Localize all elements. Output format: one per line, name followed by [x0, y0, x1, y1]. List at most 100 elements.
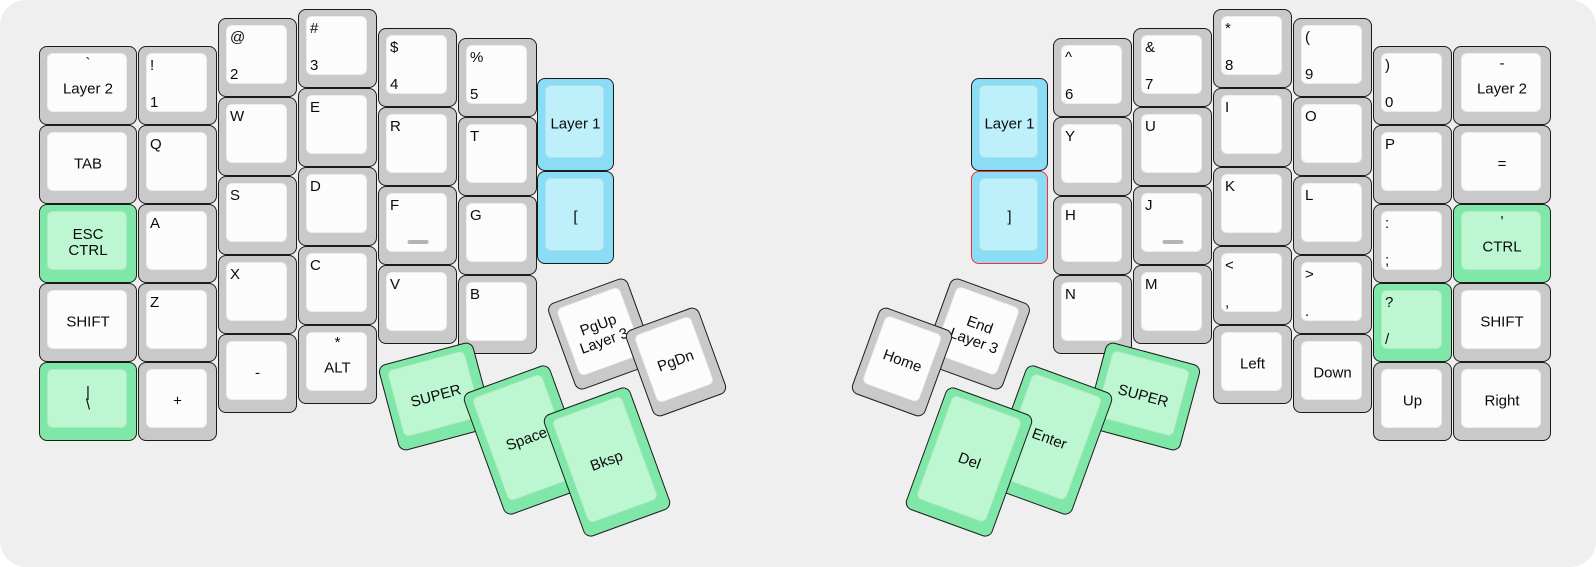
key-equals[interactable]: = — [1453, 125, 1551, 204]
key-f-homing-bar — [407, 240, 428, 244]
key-equals-cap — [1461, 132, 1541, 191]
key-y[interactable]: Y — [1053, 117, 1132, 196]
key-e[interactable]: E — [298, 88, 377, 167]
key-j-legend-top: J — [1145, 197, 1153, 214]
key-grave-layer2-label: Layer 2 — [62, 80, 114, 98]
key-down-arrow-cap — [1301, 341, 1362, 400]
key-shift-left-cap — [47, 290, 127, 349]
key-z-cap — [146, 290, 207, 349]
key-bracket-left[interactable]: [ — [537, 171, 614, 264]
key-left-arrow[interactable]: Left — [1213, 325, 1292, 404]
key-left-arrow-cap — [1221, 332, 1282, 391]
key-n-cap — [1061, 282, 1122, 341]
key-8-star-cap — [1221, 16, 1282, 75]
key-dash-layer2-legend-top-center: - — [1499, 55, 1505, 72]
key-9-paren-legend-bottom: 9 — [1305, 66, 1314, 83]
key-z-legend-top: Z — [150, 294, 160, 311]
key-k[interactable]: K — [1213, 167, 1292, 246]
key-x[interactable]: X — [218, 255, 297, 334]
key-slash-question-legend-top: ? — [1385, 294, 1394, 311]
key-0-paren[interactable]: )0 — [1373, 46, 1452, 125]
key-a[interactable]: A — [138, 204, 217, 283]
key-shift-right-label: SHIFT — [1480, 313, 1524, 331]
key-d-legend-top: D — [310, 178, 321, 195]
key-b[interactable]: B — [458, 275, 537, 354]
key-c[interactable]: C — [298, 246, 377, 325]
key-3-hash-legend-top: # — [310, 20, 319, 37]
key-c-legend-top: C — [310, 257, 321, 274]
key-p-legend-top: P — [1385, 136, 1396, 153]
key-tab[interactable]: TAB — [39, 125, 137, 204]
key-u[interactable]: U — [1133, 107, 1212, 186]
key-grave-layer2[interactable]: `Layer 2 — [39, 46, 137, 125]
key-3-hash[interactable]: #3 — [298, 9, 377, 88]
key-8-star[interactable]: *8 — [1213, 9, 1292, 88]
key-g[interactable]: G — [458, 196, 537, 275]
key-semicolon[interactable]: :; — [1373, 204, 1452, 283]
key-layer1-left[interactable]: Layer 1 — [537, 78, 614, 171]
key-star-alt[interactable]: *ALT — [298, 325, 377, 404]
key-d[interactable]: D — [298, 167, 377, 246]
key-o[interactable]: O — [1293, 97, 1372, 176]
key-up-arrow[interactable]: Up — [1373, 362, 1452, 441]
key-dash-layer2-label: Layer 2 — [1476, 80, 1528, 98]
key-1-exclaim-cap — [146, 53, 207, 112]
key-9-paren[interactable]: (9 — [1293, 18, 1372, 97]
key-7-ampersand[interactable]: &7 — [1133, 28, 1212, 107]
key-v[interactable]: V — [378, 265, 457, 344]
key-t[interactable]: T — [458, 117, 537, 196]
key-plus[interactable]: + — [138, 362, 217, 441]
key-6-caret[interactable]: ^6 — [1053, 38, 1132, 117]
key-bracket-right[interactable]: ] — [971, 171, 1048, 264]
key-j[interactable]: J — [1133, 186, 1212, 265]
key-1-exclaim-legend-bottom: 1 — [150, 94, 159, 111]
key-layer1-left-label: Layer 1 — [550, 115, 601, 133]
key-esc-ctrl[interactable]: ESC CTRL — [39, 204, 137, 283]
key-s[interactable]: S — [218, 176, 297, 255]
key-2-at-cap — [226, 25, 287, 84]
key-minus[interactable]: - — [218, 334, 297, 413]
key-layer1-right[interactable]: Layer 1 — [971, 78, 1048, 171]
key-5-percent[interactable]: %5 — [458, 38, 537, 117]
key-0-paren-legend-top: ) — [1385, 57, 1390, 74]
key-pipe-backslash[interactable]: |\ — [39, 362, 137, 441]
key-shift-right-cap — [1461, 290, 1541, 349]
key-r[interactable]: R — [378, 107, 457, 186]
key-minus-label: - — [255, 364, 260, 382]
key-5-percent-legend-bottom: 5 — [470, 86, 479, 103]
key-right-arrow[interactable]: Right — [1453, 362, 1551, 441]
key-v-cap — [386, 272, 447, 331]
key-w-legend-top: W — [230, 108, 245, 125]
key-o-cap — [1301, 104, 1362, 163]
key-quote-ctrl[interactable]: 'CTRL — [1453, 204, 1551, 283]
key-p[interactable]: P — [1373, 125, 1452, 204]
key-b-legend-top: B — [470, 286, 481, 303]
key-2-at[interactable]: @2 — [218, 18, 297, 97]
key-h[interactable]: H — [1053, 196, 1132, 275]
key-z[interactable]: Z — [138, 283, 217, 362]
key-0-paren-legend-bottom: 0 — [1385, 94, 1394, 111]
key-4-dollar[interactable]: $4 — [378, 28, 457, 107]
key-dash-layer2[interactable]: - Layer 2 — [1453, 46, 1551, 125]
key-m[interactable]: M — [1133, 265, 1212, 344]
key-7-ampersand-legend-bottom: 7 — [1145, 76, 1154, 93]
key-n[interactable]: N — [1053, 275, 1132, 354]
key-6-caret-legend-top: ^ — [1065, 49, 1073, 66]
key-8-star-legend-bottom: 8 — [1225, 57, 1234, 74]
key-plus-label: + — [173, 392, 182, 410]
key-l[interactable]: L — [1293, 176, 1372, 255]
key-down-arrow[interactable]: Down — [1293, 334, 1372, 413]
key-3-hash-legend-bottom: 3 — [310, 57, 319, 74]
key-shift-left[interactable]: SHIFT — [39, 283, 137, 362]
key-slash-question[interactable]: ?/ — [1373, 283, 1452, 362]
key-i[interactable]: I — [1213, 88, 1292, 167]
key-w[interactable]: W — [218, 97, 297, 176]
key-q[interactable]: Q — [138, 125, 217, 204]
key-f[interactable]: F — [378, 186, 457, 265]
key-comma-less[interactable]: <, — [1213, 246, 1292, 325]
key-1-exclaim[interactable]: !1 — [138, 46, 217, 125]
key-period-greater[interactable]: >. — [1293, 255, 1372, 334]
key-k-cap — [1221, 174, 1282, 233]
key-shift-right[interactable]: SHIFT — [1453, 283, 1551, 362]
